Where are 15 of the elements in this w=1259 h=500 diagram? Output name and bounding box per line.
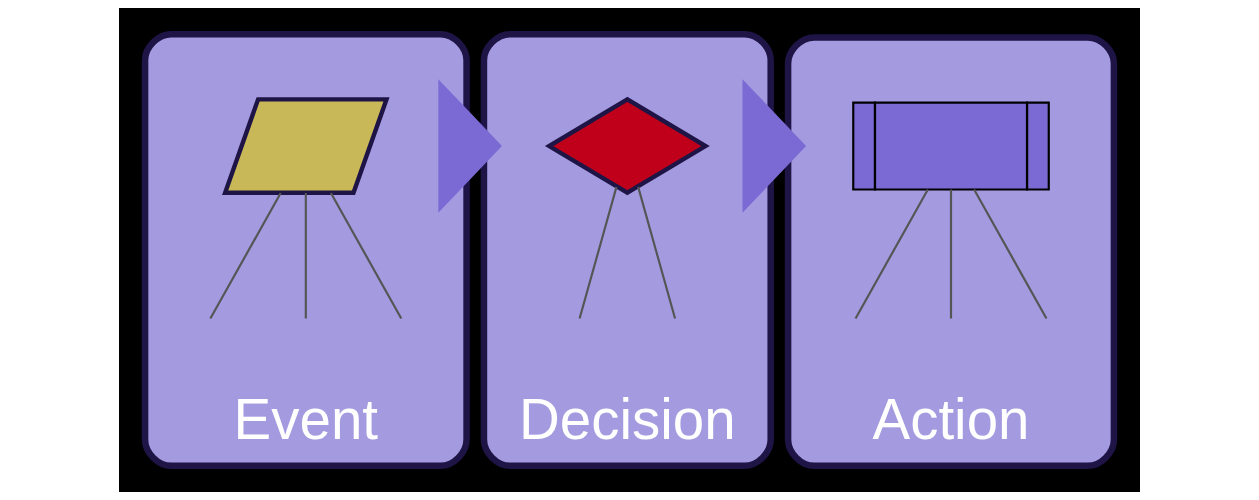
- arrow: [742, 79, 807, 213]
- node-parallelogram: [222, 97, 390, 195]
- node-diamond: [544, 96, 710, 196]
- connector: [578, 186, 618, 319]
- connector: [330, 192, 403, 320]
- connector: [854, 188, 929, 320]
- connector: [304, 193, 307, 319]
- cluster: Event: [141, 30, 470, 470]
- connector: [637, 186, 677, 319]
- connector: [209, 192, 282, 320]
- connector: [949, 189, 953, 319]
- cluster: Action: [784, 34, 1118, 470]
- connector: [973, 188, 1048, 320]
- arrow: [438, 79, 502, 213]
- cluster: Decision: [480, 30, 774, 470]
